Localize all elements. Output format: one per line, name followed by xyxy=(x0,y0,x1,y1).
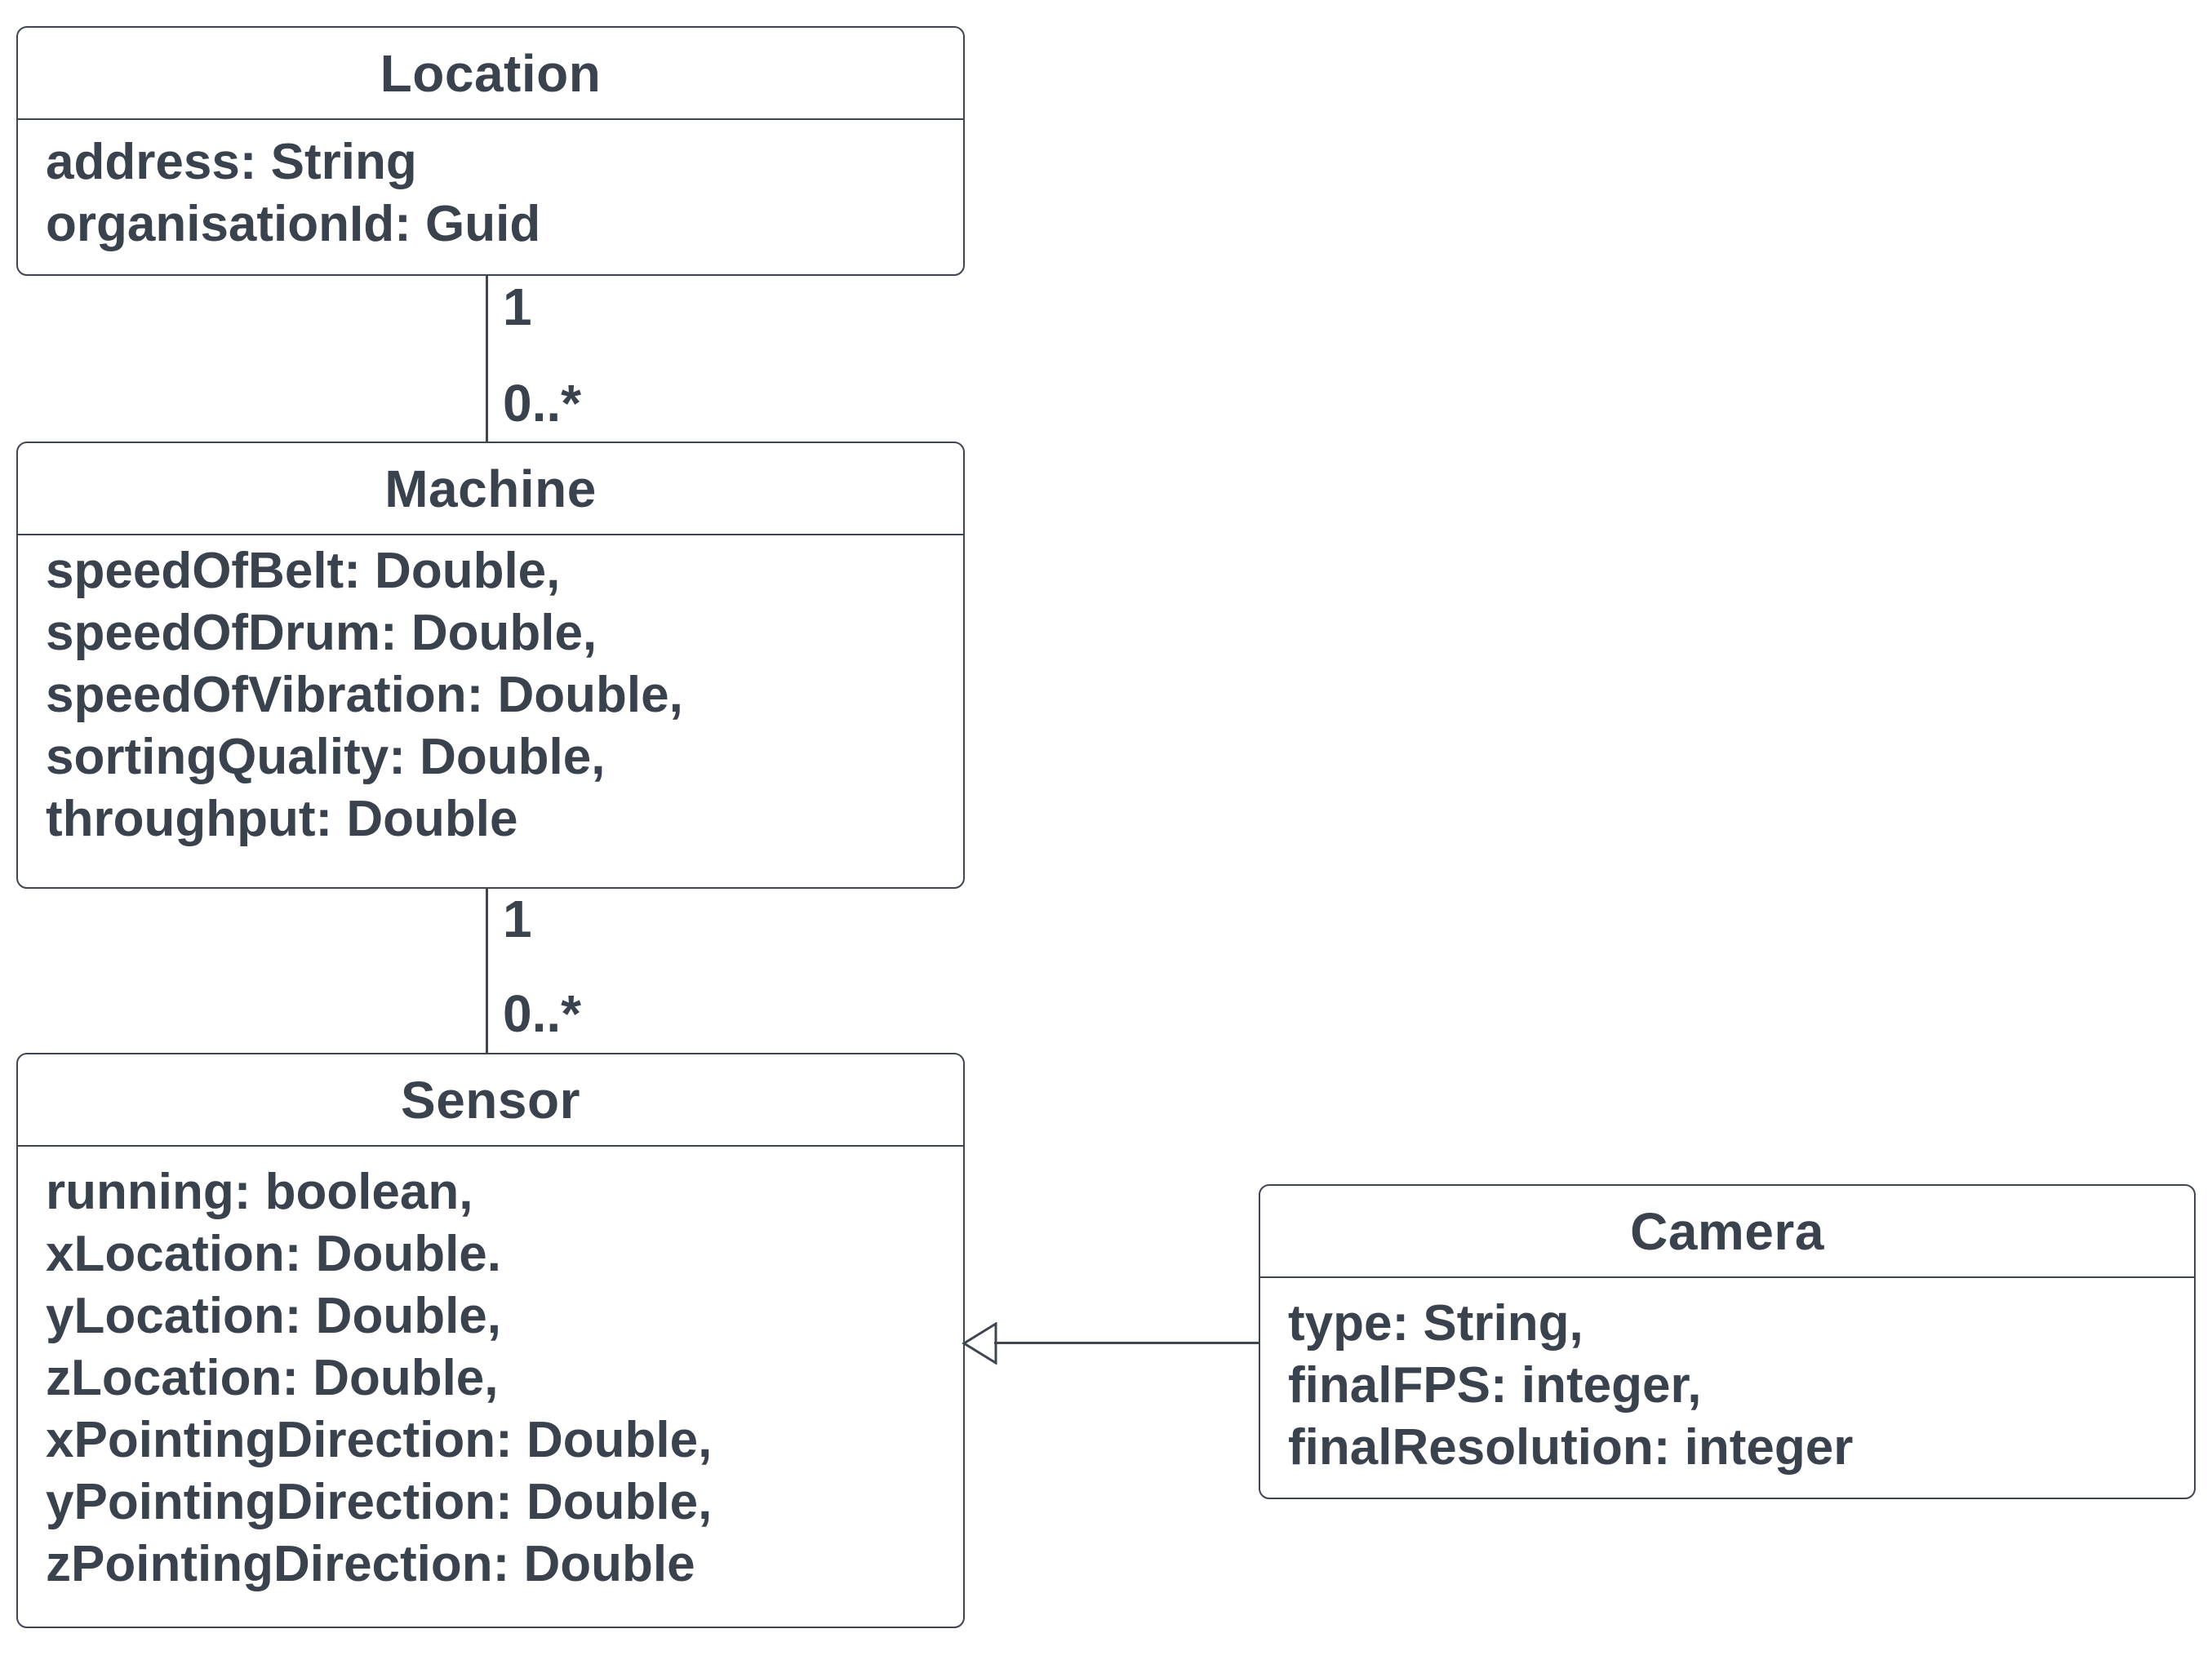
attribute-xlocation: xLocation: Double. xyxy=(46,1226,501,1282)
class-box-location[interactable]: Location address: String organisationId:… xyxy=(16,26,965,276)
attribute-throughput: throughput: Double xyxy=(46,791,518,847)
multiplicity-location-end: 1 xyxy=(503,277,532,336)
multiplicity-machine-end-2: 1 xyxy=(503,890,532,948)
class-attributes-machine: speedOfBelt: Double, speedOfDrum: Double… xyxy=(18,535,963,850)
class-title-sensor: Sensor xyxy=(18,1054,963,1147)
attribute-finalresolution: finalResolution: integer xyxy=(1288,1419,1854,1476)
class-attributes-location: address: String organisationId: Guid xyxy=(18,120,963,255)
class-box-machine[interactable]: Machine speedOfBelt: Double, speedOfDrum… xyxy=(16,442,965,889)
association-machine-sensor-line[interactable] xyxy=(486,889,488,1054)
class-box-camera[interactable]: Camera type: String, finalFPS: integer, … xyxy=(1259,1184,2196,1499)
attribute-speedofbelt: speedOfBelt: Double, xyxy=(46,543,561,599)
attribute-type: type: String, xyxy=(1288,1295,1583,1352)
attribute-ypointingdirection: yPointingDirection: Double, xyxy=(46,1474,713,1530)
class-title-location: Location xyxy=(18,28,963,120)
attribute-address: address: String xyxy=(46,134,417,190)
attribute-speedofdrum: speedOfDrum: Double, xyxy=(46,605,597,661)
multiplicity-machine-end: 0..* xyxy=(503,374,582,433)
attribute-running: running: boolean, xyxy=(46,1164,473,1220)
generalization-arrow-icon xyxy=(962,1322,997,1365)
class-title-camera: Camera xyxy=(1260,1186,2194,1278)
attribute-zlocation: zLocation: Double, xyxy=(46,1350,499,1406)
class-title-machine: Machine xyxy=(18,443,963,535)
attribute-finalfps: finalFPS: integer, xyxy=(1288,1357,1702,1414)
attribute-sortingquality: sortingQuality: Double, xyxy=(46,729,606,785)
class-attributes-sensor: running: boolean, xLocation: Double. yLo… xyxy=(18,1147,963,1596)
class-attributes-camera: type: String, finalFPS: integer, finalRe… xyxy=(1260,1278,2194,1479)
multiplicity-sensor-end: 0..* xyxy=(503,984,582,1043)
attribute-ylocation: yLocation: Double, xyxy=(46,1288,501,1344)
attribute-xpointingdirection: xPointingDirection: Double, xyxy=(46,1412,713,1468)
attribute-zpointingdirection: zPointingDirection: Double xyxy=(46,1536,695,1592)
class-box-sensor[interactable]: Sensor running: boolean, xLocation: Doub… xyxy=(16,1053,965,1628)
generalization-line xyxy=(994,1342,1260,1344)
association-location-machine-line[interactable] xyxy=(486,276,488,442)
attribute-speedofvibration: speedOfVibration: Double, xyxy=(46,667,683,723)
attribute-organisationid: organisationId: Guid xyxy=(46,196,541,252)
